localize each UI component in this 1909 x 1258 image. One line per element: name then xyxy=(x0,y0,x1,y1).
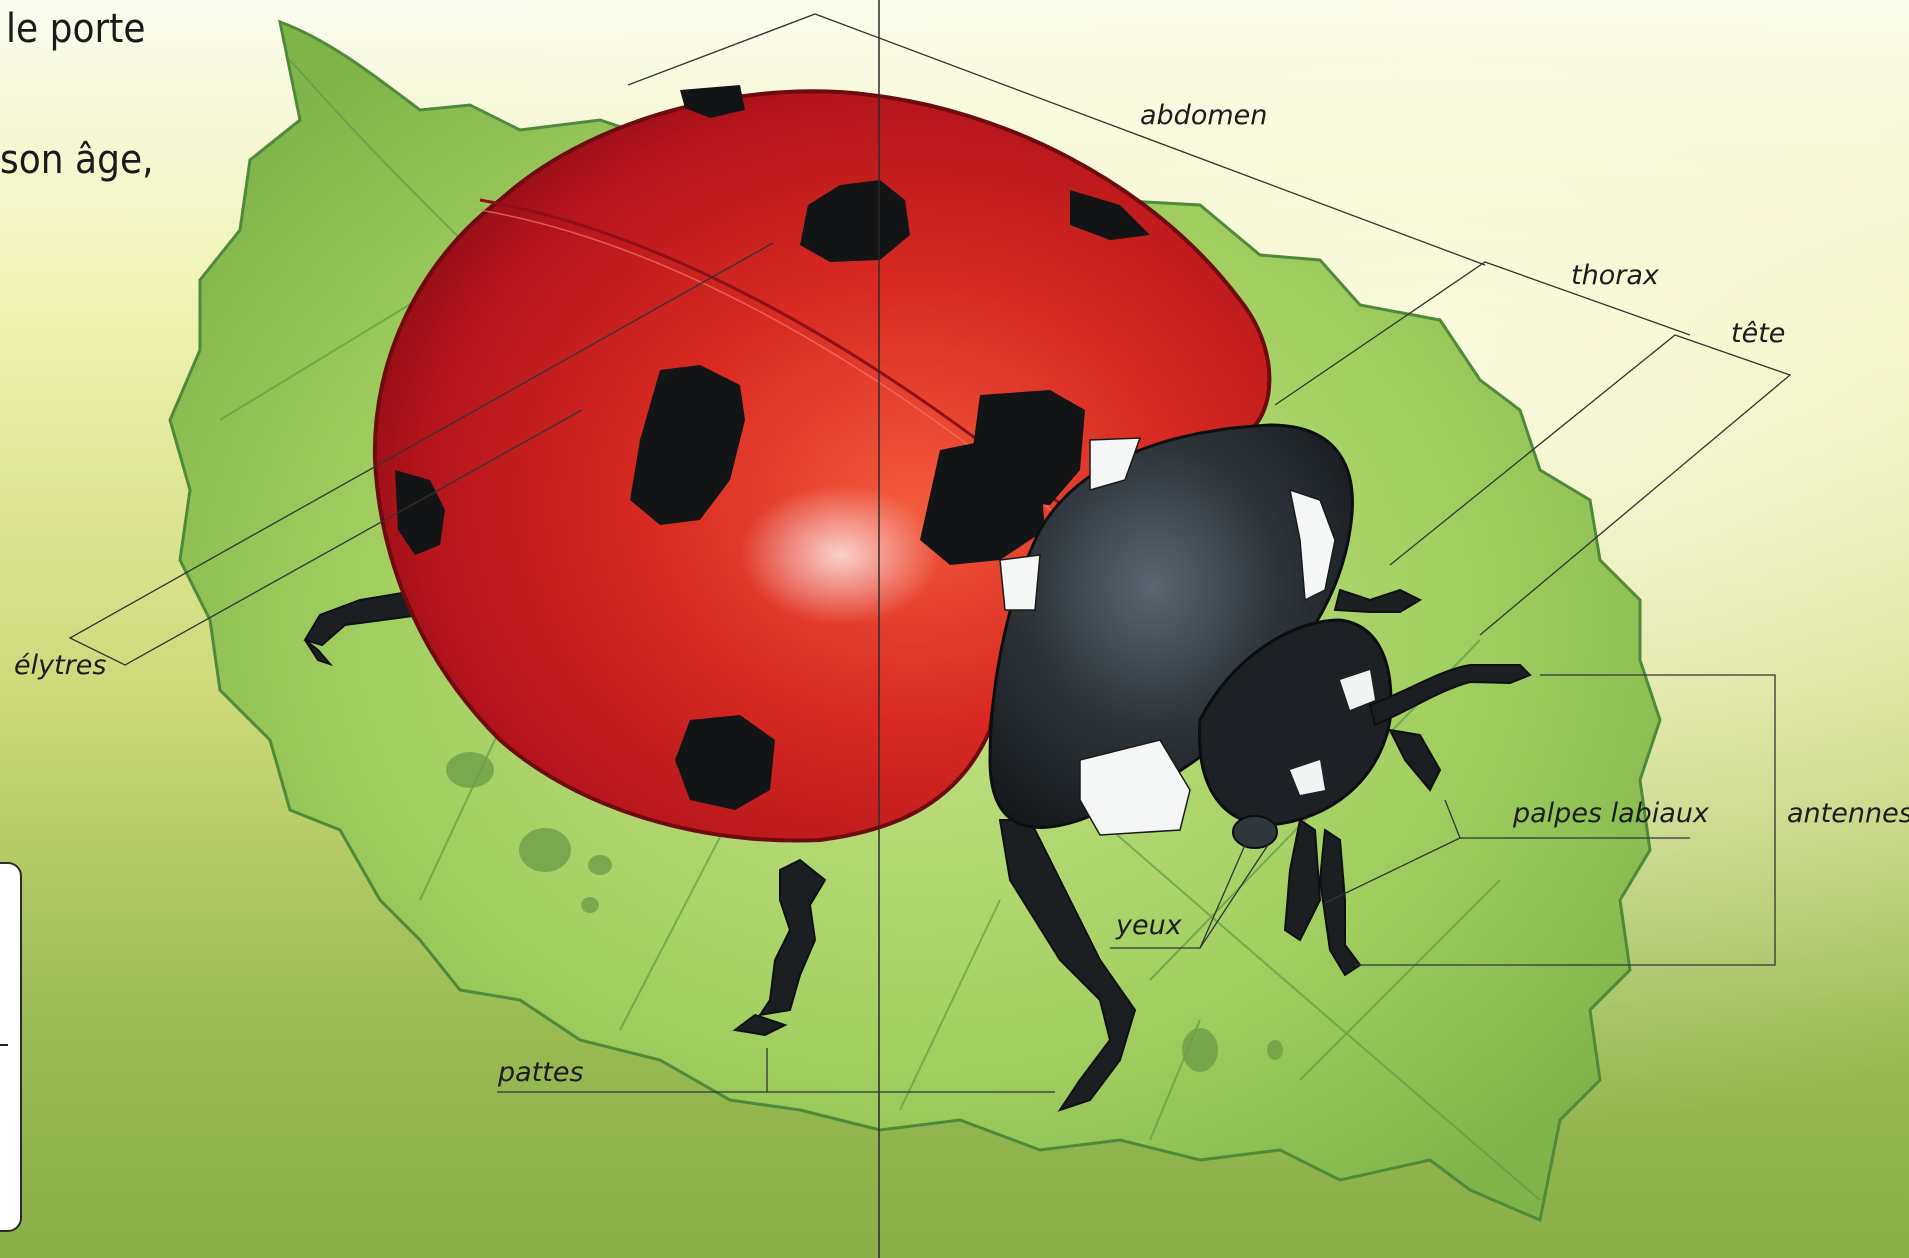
ladybug-eye xyxy=(1233,816,1277,848)
label-elytres: élytres xyxy=(14,650,106,681)
body-text-line-1: le porte xyxy=(6,6,146,52)
label-thorax: thorax xyxy=(1571,260,1659,291)
margin-panel xyxy=(0,862,22,1232)
shell-highlight xyxy=(740,485,940,625)
label-pattes: pattes xyxy=(498,1057,584,1088)
label-tete: tête xyxy=(1731,318,1785,349)
margin-tick xyxy=(0,1044,8,1046)
label-antennes: antennes xyxy=(1787,798,1909,829)
body-text-line-2: son âge, xyxy=(0,137,154,183)
label-abdomen: abdomen xyxy=(1140,100,1267,131)
label-palpes-labiaux: palpes labiaux xyxy=(1513,798,1709,829)
label-yeux: yeux xyxy=(1116,910,1182,941)
